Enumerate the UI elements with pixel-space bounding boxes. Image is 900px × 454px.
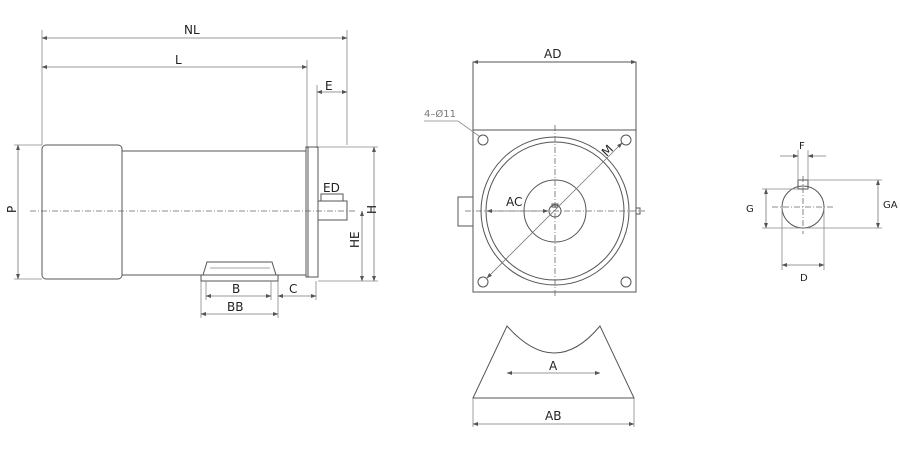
label-b: B [232, 282, 240, 296]
label-ed: ED [323, 181, 340, 195]
label-f: F [799, 141, 805, 152]
label-ac: AC [506, 195, 522, 209]
output-shaft [317, 200, 348, 221]
label-d: D [800, 273, 808, 284]
front-view: AD 4–Ø11 M AC [424, 47, 645, 298]
motor-body [121, 150, 307, 276]
motor-end-cap [41, 144, 123, 280]
mounting-hole-br [620, 276, 632, 288]
mounting-hole-tl [477, 134, 489, 146]
mounting-foot [202, 261, 277, 276]
m-dimension-line [486, 142, 623, 279]
label-h: H [365, 205, 379, 214]
label-ad: AD [544, 47, 561, 61]
shaft-section-view: F G GA D [746, 141, 898, 284]
side-conduit [457, 196, 474, 227]
label-bb: BB [227, 300, 243, 314]
label-p: P [5, 206, 19, 213]
foot-view: A AB [472, 325, 635, 427]
label-he: HE [348, 231, 362, 248]
label-c: C [289, 282, 297, 296]
label-m: M [599, 142, 616, 159]
label-e: E [325, 79, 333, 93]
label-a: A [549, 359, 558, 373]
mounting-hole-tr [620, 134, 632, 146]
label-g: G [746, 204, 754, 215]
mounting-hole-bl [477, 276, 489, 288]
label-ab: AB [545, 409, 561, 423]
label-nl: NL [184, 23, 200, 37]
label-l: L [175, 53, 182, 67]
label-holes-note: 4–Ø11 [424, 108, 456, 120]
foot-profile [472, 325, 635, 399]
label-ga: GA [883, 200, 898, 211]
side-view: NL L E ED P H HE [5, 23, 379, 318]
shaft-key [320, 193, 344, 202]
